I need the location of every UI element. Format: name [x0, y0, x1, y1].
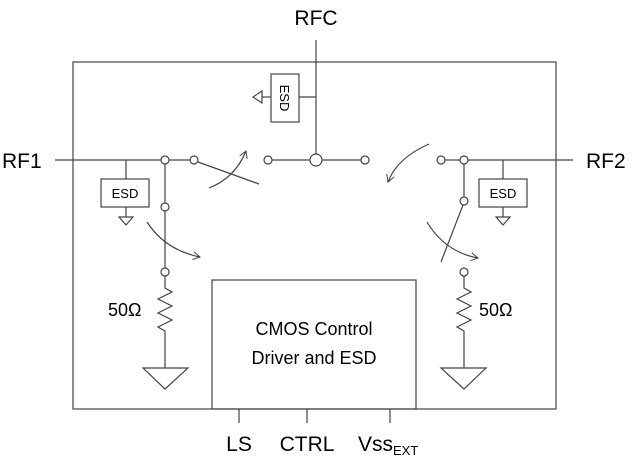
pin-label-rf2: RF2 — [586, 150, 626, 173]
esd-block-rfc — [270, 73, 300, 123]
ground-icon — [439, 367, 488, 390]
cmos-label-line1: CMOS Control — [255, 319, 372, 339]
rf1-shunt-contact-top — [160, 202, 170, 212]
pin-label-rfc: RFC — [294, 7, 337, 30]
rf1-shunt-contact-bottom — [160, 267, 170, 277]
rf2-series-arrow — [386, 143, 430, 183]
esd-label-rf2: ESD — [490, 186, 517, 201]
pin-label-vss-main: Vss — [358, 433, 393, 456]
rf2-shunt-arrow — [426, 221, 479, 262]
resistor-label-left: 50Ω — [108, 300, 141, 320]
rf2-shunt-contact-bottom — [459, 267, 469, 277]
pin-label-ls: LS — [226, 433, 252, 456]
rf1-series-switch-contact — [189, 155, 199, 165]
esd-label-rfc: ESD — [277, 85, 292, 112]
pin-label-ctrl: CTRL — [280, 433, 335, 456]
esd-block-rf1 — [100, 178, 150, 208]
rf1-series-arrow — [208, 150, 248, 189]
resistor-right — [455, 276, 473, 368]
rf1-shunt-arrow — [146, 221, 201, 261]
pin-label-rf1: RF1 — [2, 150, 42, 173]
pin-label-vss: VssEXT — [358, 433, 418, 458]
rf2-shunt-switch-arm[interactable] — [440, 204, 464, 263]
rfc-rf2-contact — [360, 155, 370, 165]
ground-icon — [494, 216, 512, 226]
pin-label-vss-sub: EXT — [393, 443, 418, 458]
rf1-series-switch-arm[interactable] — [197, 161, 260, 185]
resistor-label-right: 50Ω — [479, 300, 512, 320]
rf2-shunt-contact-top — [459, 196, 469, 206]
rf2-series-switch-contact — [436, 155, 446, 165]
cmos-control-block — [211, 279, 417, 410]
rfc-node — [309, 153, 323, 167]
ground-icon — [251, 89, 263, 105]
esd-label-rf1: ESD — [112, 186, 139, 201]
ground-icon — [117, 216, 135, 226]
rfc-rf1-contact — [263, 155, 273, 165]
ground-icon — [141, 367, 190, 390]
rf2-node — [459, 155, 469, 165]
resistor-left — [156, 276, 174, 368]
cmos-label-line2: Driver and ESD — [251, 348, 376, 368]
rf1-node — [160, 155, 170, 165]
